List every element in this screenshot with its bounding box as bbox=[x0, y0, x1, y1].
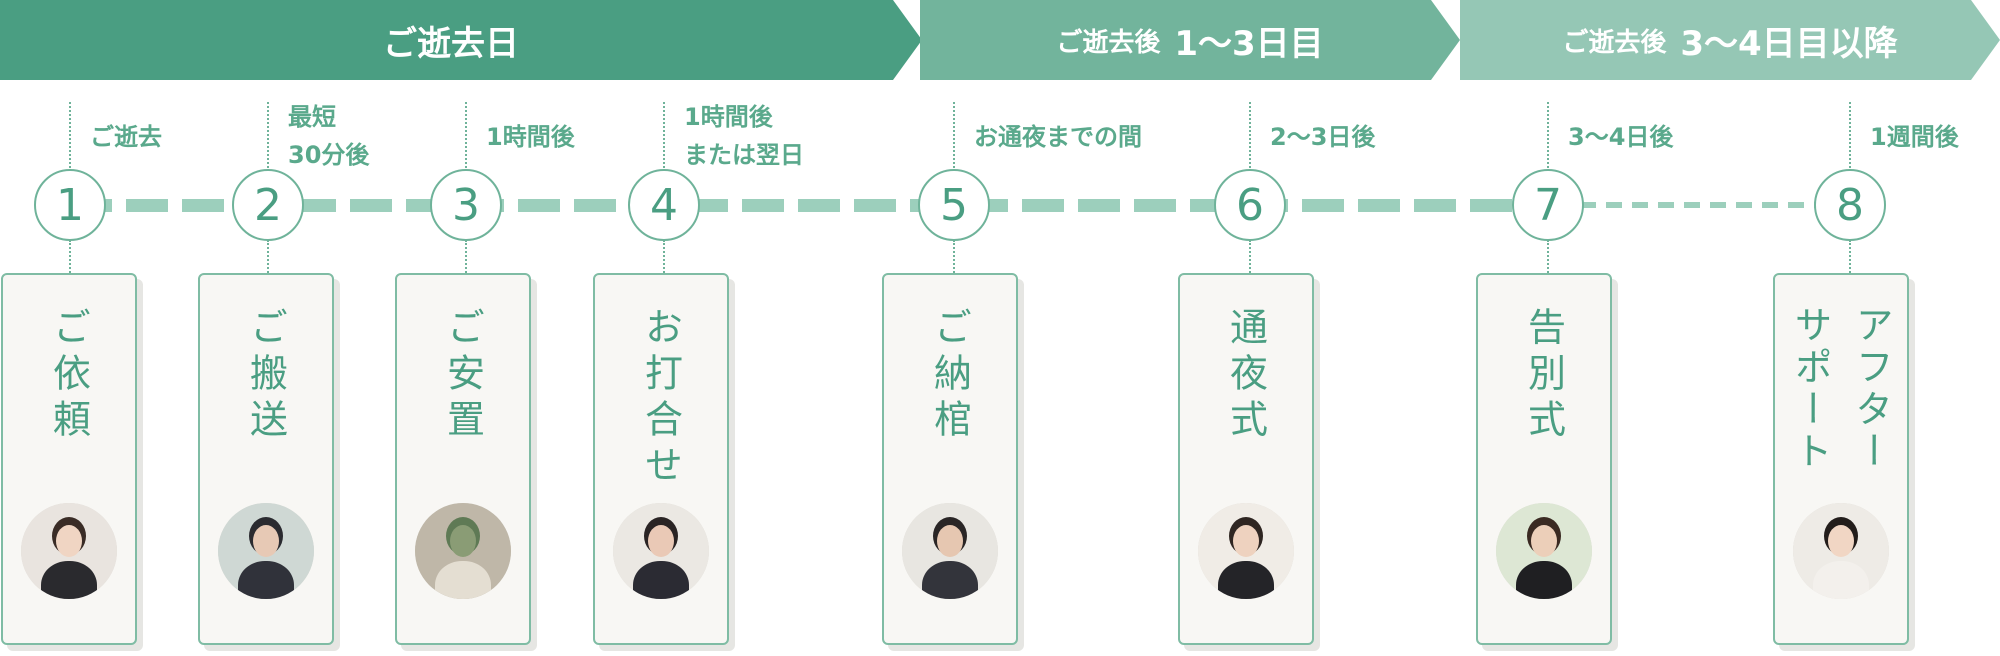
step-timing: 最短 30分後 bbox=[288, 98, 369, 174]
step-guide-line bbox=[1849, 102, 1851, 168]
step-title-line: アフター bbox=[1849, 305, 1893, 473]
step-title: 通夜式 bbox=[1223, 307, 1268, 445]
step-title: お打合せ bbox=[638, 307, 683, 491]
step-card: 通夜式 bbox=[1178, 273, 1314, 645]
step-guide-line bbox=[1849, 240, 1851, 273]
step-guide-line bbox=[953, 240, 955, 273]
photo-figure-body bbox=[922, 561, 978, 599]
step-guide-line bbox=[953, 102, 955, 168]
phase-day-1-3: ご逝去後 1〜3日目 bbox=[920, 0, 1460, 80]
step-timing: 3〜4日後 bbox=[1568, 118, 1673, 156]
step-timing-line: 1週間後 bbox=[1870, 123, 1959, 151]
step-number-4: 4 bbox=[628, 169, 700, 241]
step-title: ご安置 bbox=[440, 307, 485, 445]
photo-figure-face bbox=[1828, 525, 1854, 557]
phase-prefix: ご逝去後 bbox=[1056, 27, 1161, 58]
step-card: 告別式 bbox=[1476, 273, 1612, 645]
photo-figure-body bbox=[435, 561, 491, 599]
step-guide-line bbox=[267, 102, 269, 168]
phase-prefix: ご逝去後 bbox=[1562, 27, 1667, 58]
step-card: ご搬送 bbox=[198, 273, 334, 645]
step-title: ご納棺 bbox=[927, 307, 972, 445]
step-guide-line bbox=[69, 102, 71, 168]
encoffining-photo bbox=[902, 503, 998, 599]
photo-figure-body bbox=[633, 561, 689, 599]
step-guide-line bbox=[267, 240, 269, 273]
photo-figure-body bbox=[41, 561, 97, 599]
step-title: アフターサポート bbox=[1783, 305, 1899, 473]
step-timing-line: 1時間後 bbox=[486, 123, 575, 151]
step-number-3: 3 bbox=[430, 169, 502, 241]
step-guide-line bbox=[1547, 102, 1549, 168]
photo-figure-face bbox=[450, 525, 476, 557]
photo-figure-body bbox=[1813, 561, 1869, 599]
step-timing-line: ご逝去 bbox=[90, 123, 162, 151]
step-guide-line bbox=[69, 240, 71, 273]
step-timing-line: お通夜までの間 bbox=[974, 123, 1142, 151]
phase-label: ご逝去日 bbox=[383, 23, 519, 64]
timeline-connector-thin bbox=[1580, 202, 1815, 208]
step-timing: 1週間後 bbox=[1870, 118, 1959, 156]
photo-figure-face bbox=[1233, 525, 1259, 557]
step-card: ご安置 bbox=[395, 273, 531, 645]
step-guide-line bbox=[465, 102, 467, 168]
step-guide-line bbox=[465, 240, 467, 273]
photo-figure-face bbox=[1531, 525, 1557, 557]
step-guide-line bbox=[663, 102, 665, 168]
step-number-7: 7 bbox=[1512, 169, 1584, 241]
driver-photo bbox=[218, 503, 314, 599]
step-timing-line: 3〜4日後 bbox=[1568, 123, 1674, 151]
step-timing: 1時間後または翌日 bbox=[684, 98, 804, 174]
phase-day-of-passing: ご逝去日 bbox=[0, 0, 922, 80]
step-guide-line bbox=[663, 240, 665, 273]
phone-support-photo bbox=[1793, 503, 1889, 599]
step-timing: 1時間後 bbox=[486, 118, 575, 156]
step-card: ご依頼 bbox=[1, 273, 137, 645]
step-number-5: 5 bbox=[918, 169, 990, 241]
step-title: ご依頼 bbox=[46, 307, 91, 445]
step-timing-line: 30分後 bbox=[288, 141, 370, 169]
photo-figure-body bbox=[238, 561, 294, 599]
farewell-ceremony-photo bbox=[1496, 503, 1592, 599]
photo-figure-face bbox=[56, 525, 82, 557]
step-title: ご搬送 bbox=[243, 307, 288, 445]
step-timing-line: 最短 bbox=[288, 103, 336, 131]
photo-figure-face bbox=[937, 525, 963, 557]
photo-figure-face bbox=[253, 525, 279, 557]
step-card: ご納棺 bbox=[882, 273, 1018, 645]
step-card: アフターサポート bbox=[1773, 273, 1909, 645]
operator-with-headset-photo bbox=[21, 503, 117, 599]
phase-label: 3〜4日目以降 bbox=[1680, 23, 1898, 64]
step-timing-line: または翌日 bbox=[684, 141, 804, 169]
step-title-line: サポート bbox=[1788, 305, 1832, 473]
step-guide-line bbox=[1249, 240, 1251, 273]
step-timing: 2〜3日後 bbox=[1270, 118, 1375, 156]
photo-figure-body bbox=[1218, 561, 1274, 599]
meeting-photo bbox=[613, 503, 709, 599]
photo-figure-face bbox=[648, 525, 674, 557]
step-guide-line bbox=[1547, 240, 1549, 273]
step-number-1: 1 bbox=[34, 169, 106, 241]
step-number-2: 2 bbox=[232, 169, 304, 241]
resting-room-photo bbox=[415, 503, 511, 599]
phase-day-3-4-onward: ご逝去後 3〜4日目以降 bbox=[1460, 0, 2000, 80]
step-timing-line: 1時間後 bbox=[684, 103, 773, 131]
step-title: 告別式 bbox=[1521, 307, 1566, 445]
step-timing: ご逝去 bbox=[90, 118, 162, 156]
photo-figure-body bbox=[1516, 561, 1572, 599]
step-number-6: 6 bbox=[1214, 169, 1286, 241]
step-timing: お通夜までの間 bbox=[974, 118, 1142, 156]
wake-ceremony-photo bbox=[1198, 503, 1294, 599]
step-timing-line: 2〜3日後 bbox=[1270, 123, 1376, 151]
step-card: お打合せ bbox=[593, 273, 729, 645]
step-guide-line bbox=[1249, 102, 1251, 168]
step-number-8: 8 bbox=[1814, 169, 1886, 241]
phase-label: 1〜3日目 bbox=[1174, 23, 1324, 64]
